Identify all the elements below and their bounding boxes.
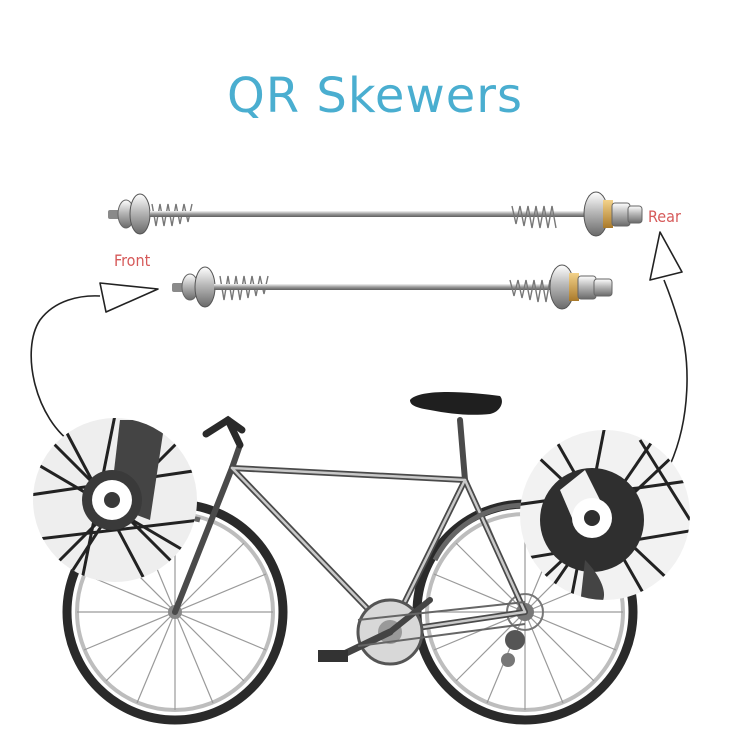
rear-arrow	[649, 231, 688, 466]
front-label: Front	[114, 251, 151, 270]
front-arrow	[30, 282, 159, 446]
bike-crankset	[318, 597, 526, 666]
bike-seat	[410, 392, 502, 415]
rear-label: Rear	[648, 207, 681, 226]
rear-skewer	[108, 191, 643, 237]
bike-handlebar	[202, 415, 246, 449]
front-skewer	[172, 264, 613, 310]
front-hub-detail	[33, 418, 197, 582]
rear-hub-detail	[520, 430, 690, 600]
bike-frame	[172, 417, 528, 635]
bike-derailleur	[501, 630, 525, 667]
page-title: QR Skewers	[226, 68, 523, 124]
